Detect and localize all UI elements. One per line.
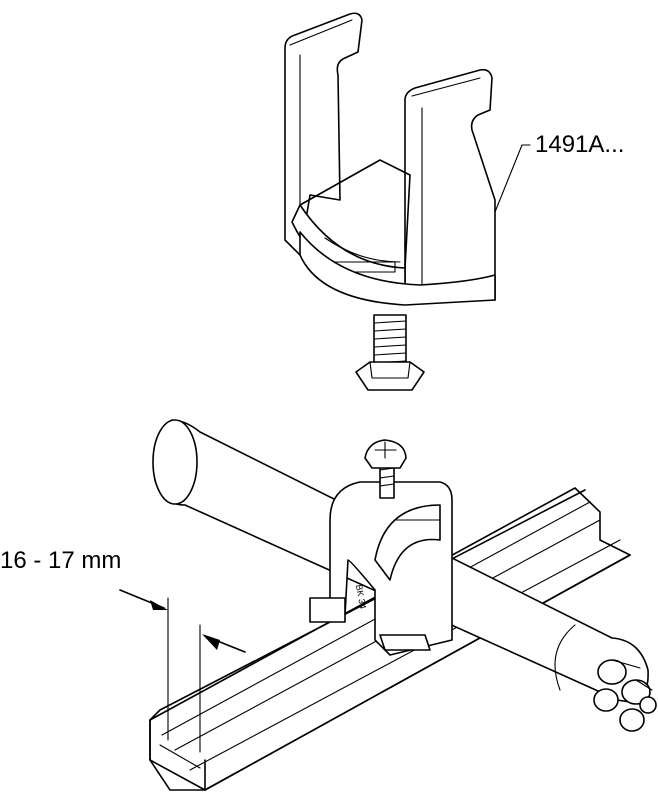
- clamp-marking: BK 34: [354, 584, 368, 610]
- dimension-indicator: [119, 589, 246, 753]
- screw-top-icon: [364, 439, 407, 499]
- clamp-exploded-view: [284, 12, 496, 391]
- clamp-installed: BK 34: [309, 439, 453, 656]
- dimension-label: 16 - 17 mm: [0, 547, 121, 574]
- cable-cores-icon: [593, 659, 657, 732]
- part-number-leader: [494, 144, 531, 213]
- screw-icon: [355, 314, 425, 391]
- part-number-label: 1491A...: [535, 131, 624, 158]
